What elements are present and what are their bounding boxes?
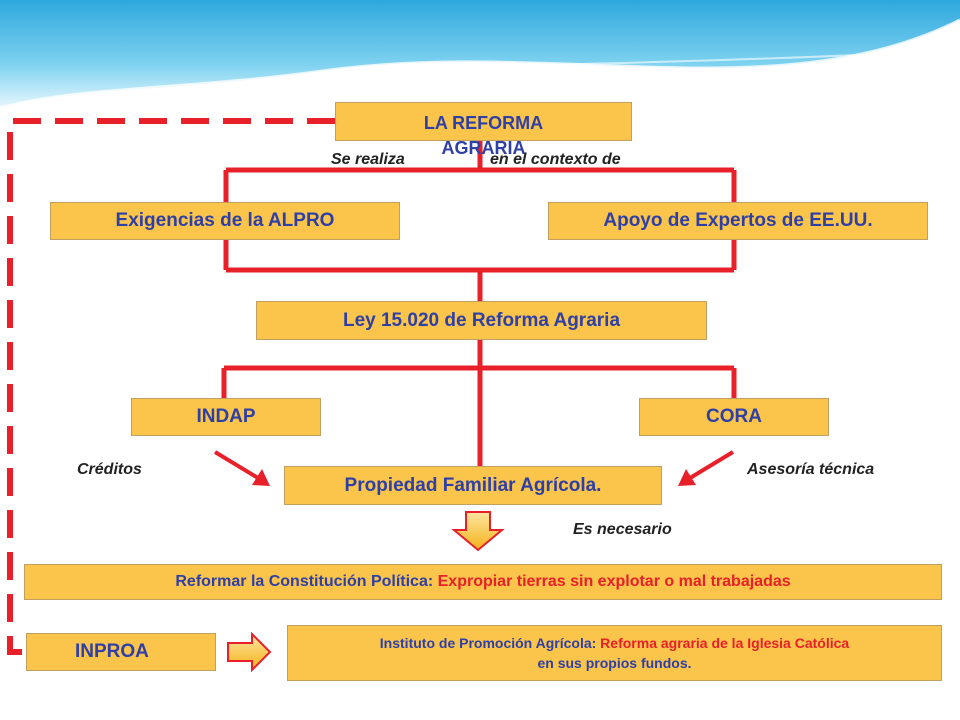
label-contexto: en el contexto de	[490, 151, 621, 168]
instituto-lead: Instituto de Promoción Agrícola:	[379, 635, 597, 651]
label-se-realiza: Se realiza	[331, 151, 405, 168]
reformar-lead: Reformar la Constitución Política:	[175, 573, 434, 590]
node-ley-label: Ley 15.020 de Reforma Agraria	[342, 309, 621, 331]
dashed-feedback-line	[7, 118, 335, 655]
box-instituto: Instituto de Promoción Agrícola: Reforma…	[287, 625, 942, 681]
instituto-line1: Instituto de Promoción Agrícola: Reforma…	[380, 633, 849, 653]
right-arrow-icon	[227, 631, 272, 673]
arrow-creditos	[213, 450, 270, 486]
label-creditos: Créditos	[77, 461, 142, 478]
title-box: LA REFORMA AGRARIA	[335, 102, 632, 158]
header-wave-line	[0, 18, 960, 110]
node-expertos: Apoyo de Expertos de EE.UU.	[548, 202, 928, 240]
node-propiedad-label: Propiedad Familiar Agrícola.	[344, 474, 602, 496]
instituto-rest: Reforma agraria de la Iglesia Católica	[596, 635, 850, 651]
reformar-text: Reformar la Constitución Política: Expro…	[175, 573, 790, 591]
header-wave-line-2	[119, 49, 960, 101]
node-inproa-label: INPROA	[75, 641, 149, 662]
header-wave	[0, 0, 960, 108]
down-arrow-icon	[451, 511, 505, 552]
node-alpro-label: Exigencias de la ALPRO	[115, 210, 335, 231]
node-cora: CORA	[639, 398, 829, 436]
connector-top	[223, 141, 737, 202]
label-necesario: Es necesario	[573, 521, 672, 538]
connector-ley	[221, 340, 737, 466]
node-alpro: Exigencias de la ALPRO	[50, 202, 400, 240]
box-reformar: Reformar la Constitución Política: Expro…	[24, 564, 942, 600]
title-text: LA REFORMA AGRARIA	[423, 113, 544, 158]
node-expertos-label: Apoyo de Expertos de EE.UU.	[603, 210, 873, 231]
node-cora-label: CORA	[706, 406, 762, 427]
node-indap: INDAP	[131, 398, 321, 436]
node-inproa: INPROA	[26, 633, 216, 671]
reformar-rest: Expropiar tierras sin explotar o mal tra…	[433, 573, 791, 590]
label-asesoria: Asesoría técnica	[747, 461, 875, 478]
instituto-line2: en sus propios fundos.	[537, 655, 692, 671]
arrow-asesoria	[678, 450, 735, 486]
node-ley: Ley 15.020 de Reforma Agraria	[256, 301, 707, 340]
node-indap-label: INDAP	[196, 406, 256, 427]
connector-merge	[223, 240, 737, 301]
node-propiedad: Propiedad Familiar Agrícola.	[284, 466, 662, 505]
